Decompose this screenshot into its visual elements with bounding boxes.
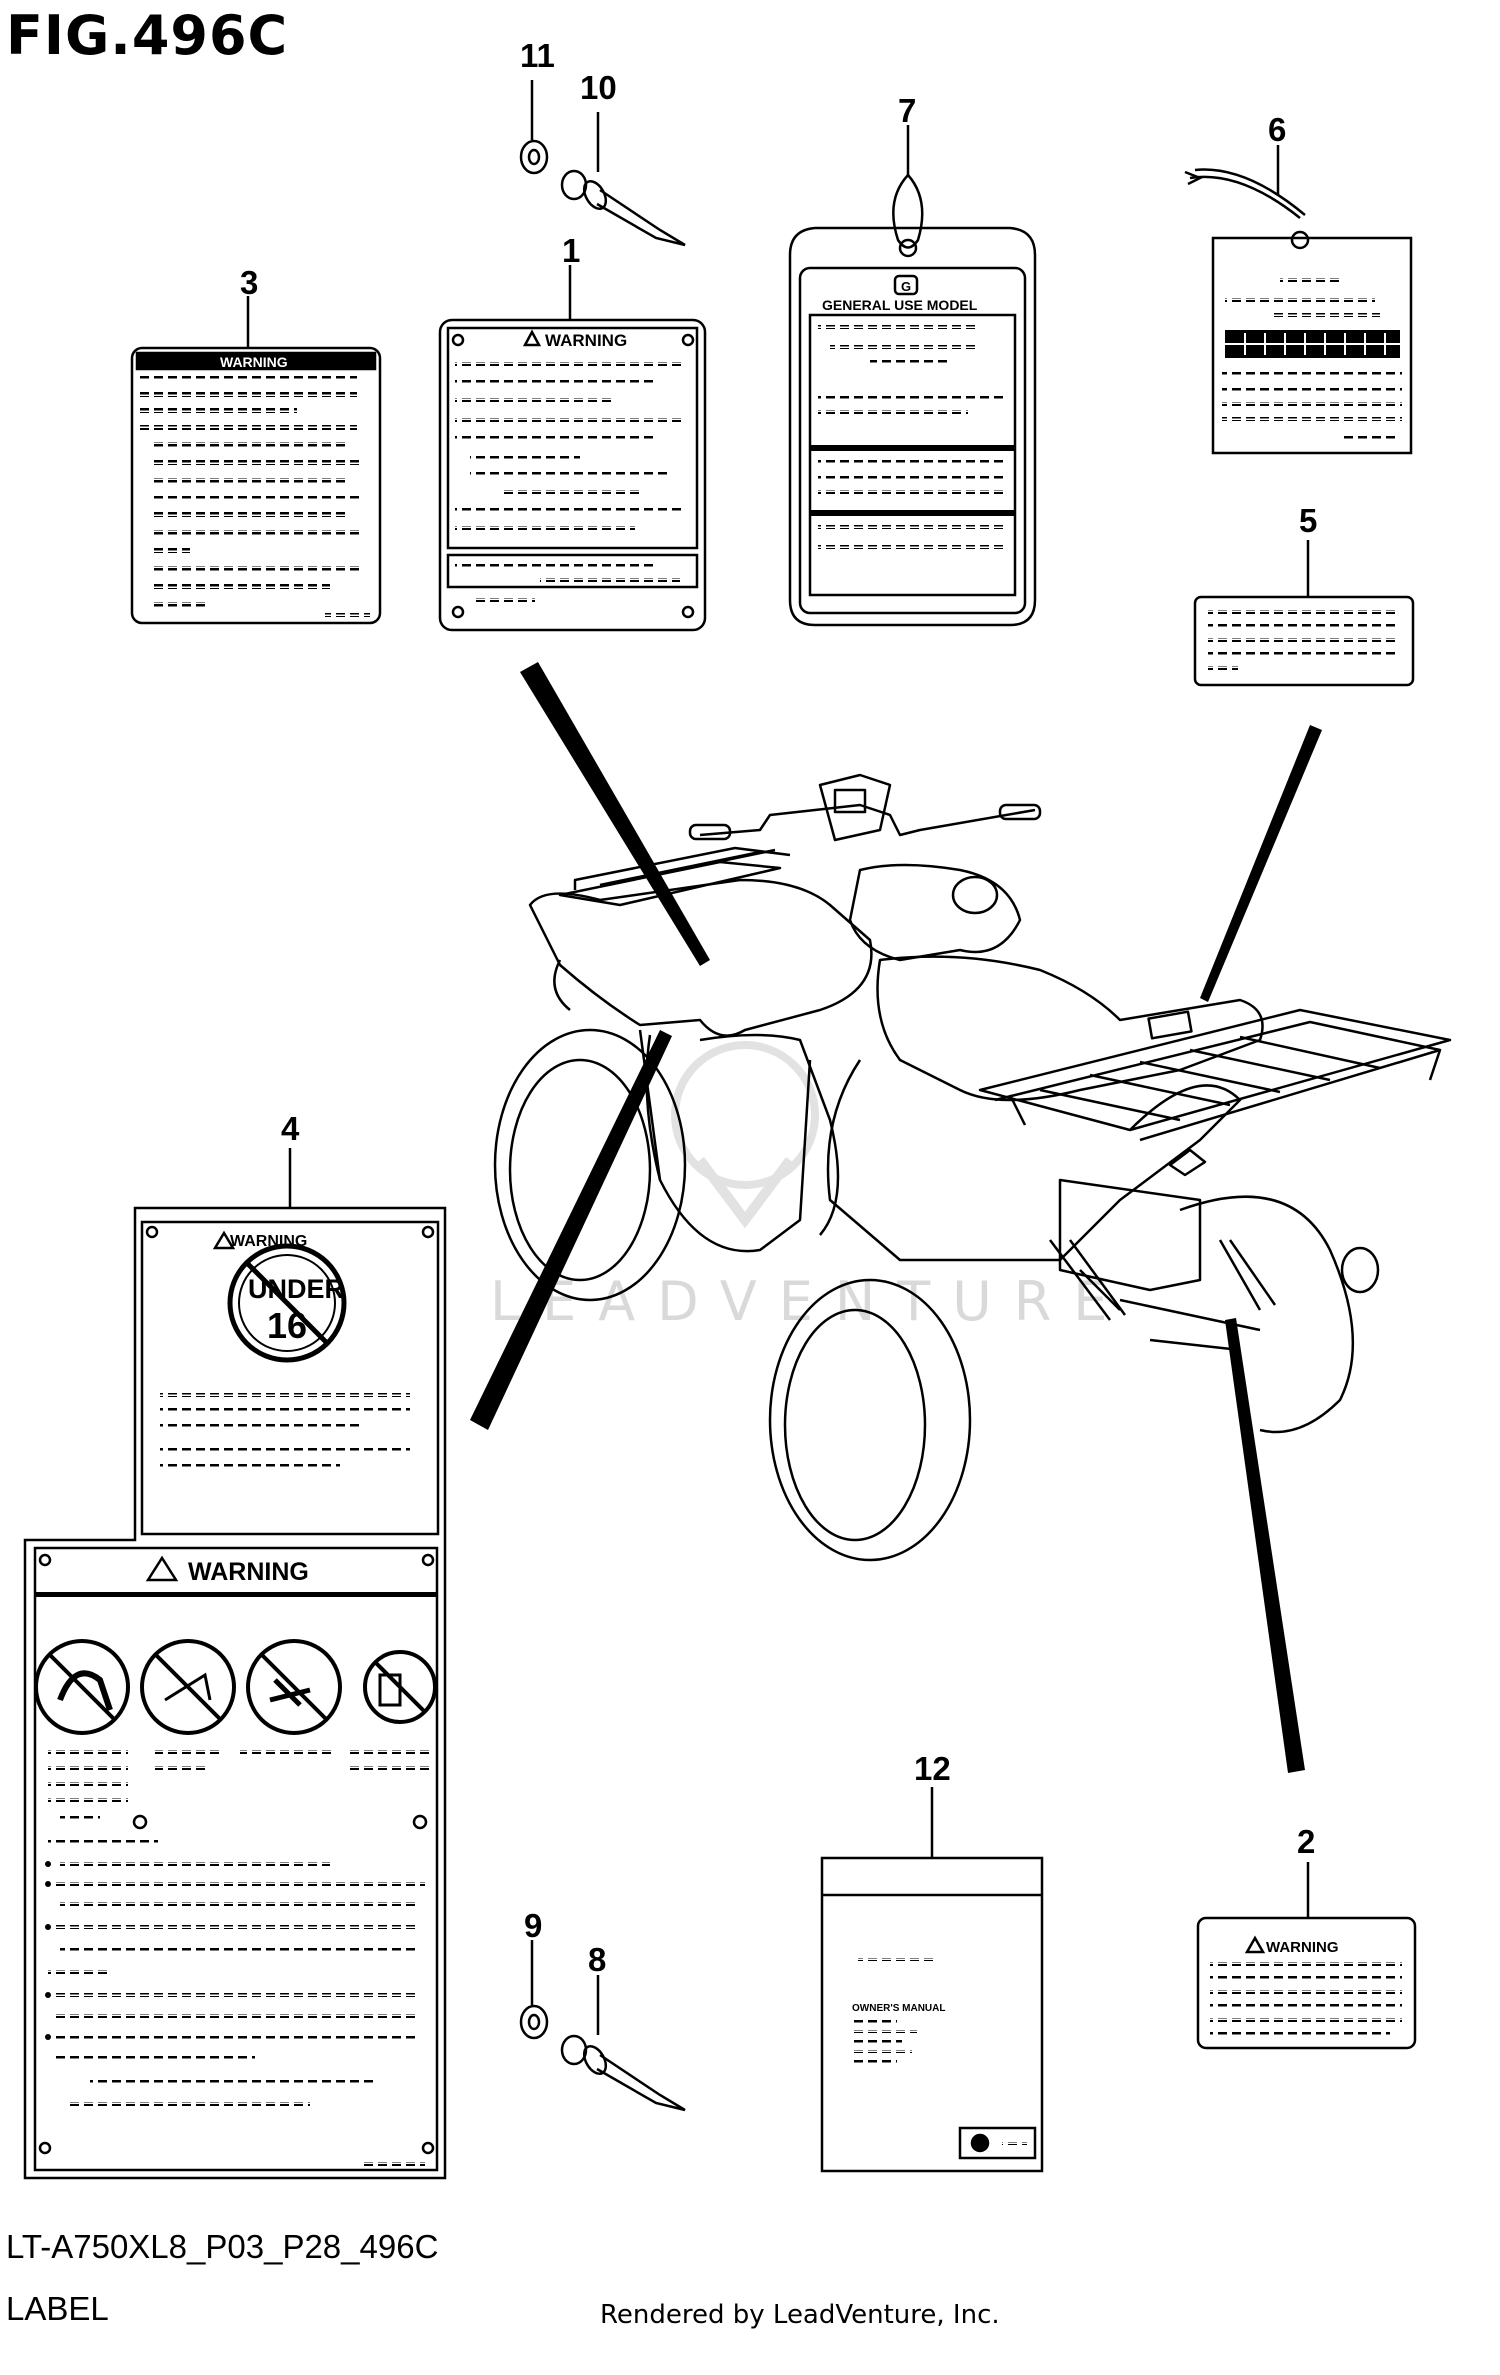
label-4-warning-text-top: WARNING <box>230 1233 307 1250</box>
label-5 <box>1193 540 1415 687</box>
callout-numbers: 1 2 3 4 5 6 7 8 9 10 11 12 <box>240 37 1317 1978</box>
callout-7: 7 <box>898 92 916 129</box>
callout-3: 3 <box>240 264 258 301</box>
callout-2: 2 <box>1297 1823 1315 1860</box>
label-4 <box>23 1148 447 2180</box>
label-1-warning-text: WARNING <box>545 331 627 350</box>
label-3 <box>130 296 382 625</box>
label-2 <box>1196 1862 1417 2050</box>
callout-10: 10 <box>580 69 617 106</box>
owners-manual-title: OWNER'S MANUAL <box>852 2003 945 2014</box>
rivet-8 <box>560 1975 686 2112</box>
callout-11: 11 <box>520 37 555 74</box>
under-16-number: 16 <box>267 1305 307 1346</box>
callout-9: 9 <box>524 1907 542 1944</box>
under-16-under-text: UNDER <box>248 1274 344 1304</box>
label-7 <box>788 125 1037 627</box>
label-7-g-mark: G <box>901 279 911 294</box>
pointer-lines <box>470 662 1322 1773</box>
label-6 <box>1184 145 1413 455</box>
label-4-bullets <box>45 1861 51 2040</box>
atv-illustration <box>493 773 1452 1562</box>
callout-8: 8 <box>588 1941 606 1978</box>
label-12-owners-manual <box>820 1787 1044 2173</box>
washer-9 <box>519 1940 549 2040</box>
callout-4: 4 <box>281 1110 300 1147</box>
rendered-by-credit: Rendered by LeadVenture, Inc. <box>600 2300 1000 2330</box>
figure-caption: LABEL <box>6 2290 109 2327</box>
label-4-warning-text-bottom: WARNING <box>188 1558 309 1586</box>
label-3-warning-text: WARNING <box>220 354 288 370</box>
figure-title: FIG.496C <box>6 4 289 67</box>
model-code: LT-A750XL8_P03_P28_496C <box>6 2228 439 2265</box>
rivet-10 <box>560 112 686 247</box>
washer-11 <box>519 80 549 175</box>
label-7-title: GENERAL USE MODEL <box>822 297 978 313</box>
label-1 <box>438 265 707 632</box>
callout-12: 12 <box>914 1750 951 1787</box>
callout-1: 1 <box>562 232 580 269</box>
callout-5: 5 <box>1299 502 1317 539</box>
label-2-warning-text: WARNING <box>1266 1939 1339 1956</box>
watermark: LEADVENTURE <box>490 1041 1107 1333</box>
callout-6: 6 <box>1268 111 1286 148</box>
